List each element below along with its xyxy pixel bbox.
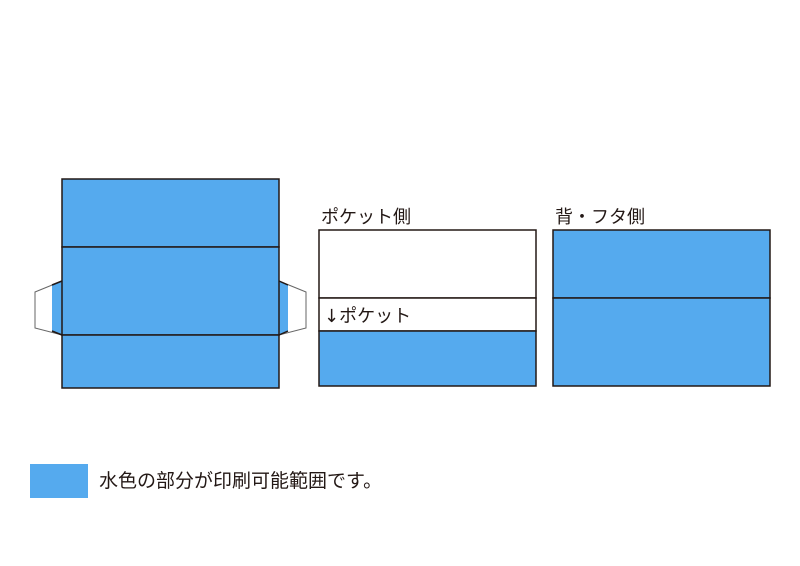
back-flap-side-panel [552,229,771,387]
legend-text: 水色の部分が印刷可能範囲です。 [99,470,383,492]
net-top-flap [61,178,280,248]
pocket-side-upper [318,229,537,299]
pocket-side-pocket-area [318,297,537,332]
back-flap-side-title: 背・フタ側 [555,207,645,228]
back-side-flap [552,229,771,299]
pocket-label: ↓ポケット [324,306,412,327]
back-side-body [552,297,771,387]
net-bottom-section [61,334,280,389]
legend-swatch-print-area [30,464,88,498]
unfolded-net [34,178,307,389]
left-side-tab-print-strip [52,281,62,335]
pocket-side-panel [318,229,537,387]
right-side-tab-print-strip [279,281,288,335]
pocket-side-title: ポケット側 [321,207,411,228]
pocket-side-print-area [318,330,537,387]
net-middle-section [61,246,280,336]
